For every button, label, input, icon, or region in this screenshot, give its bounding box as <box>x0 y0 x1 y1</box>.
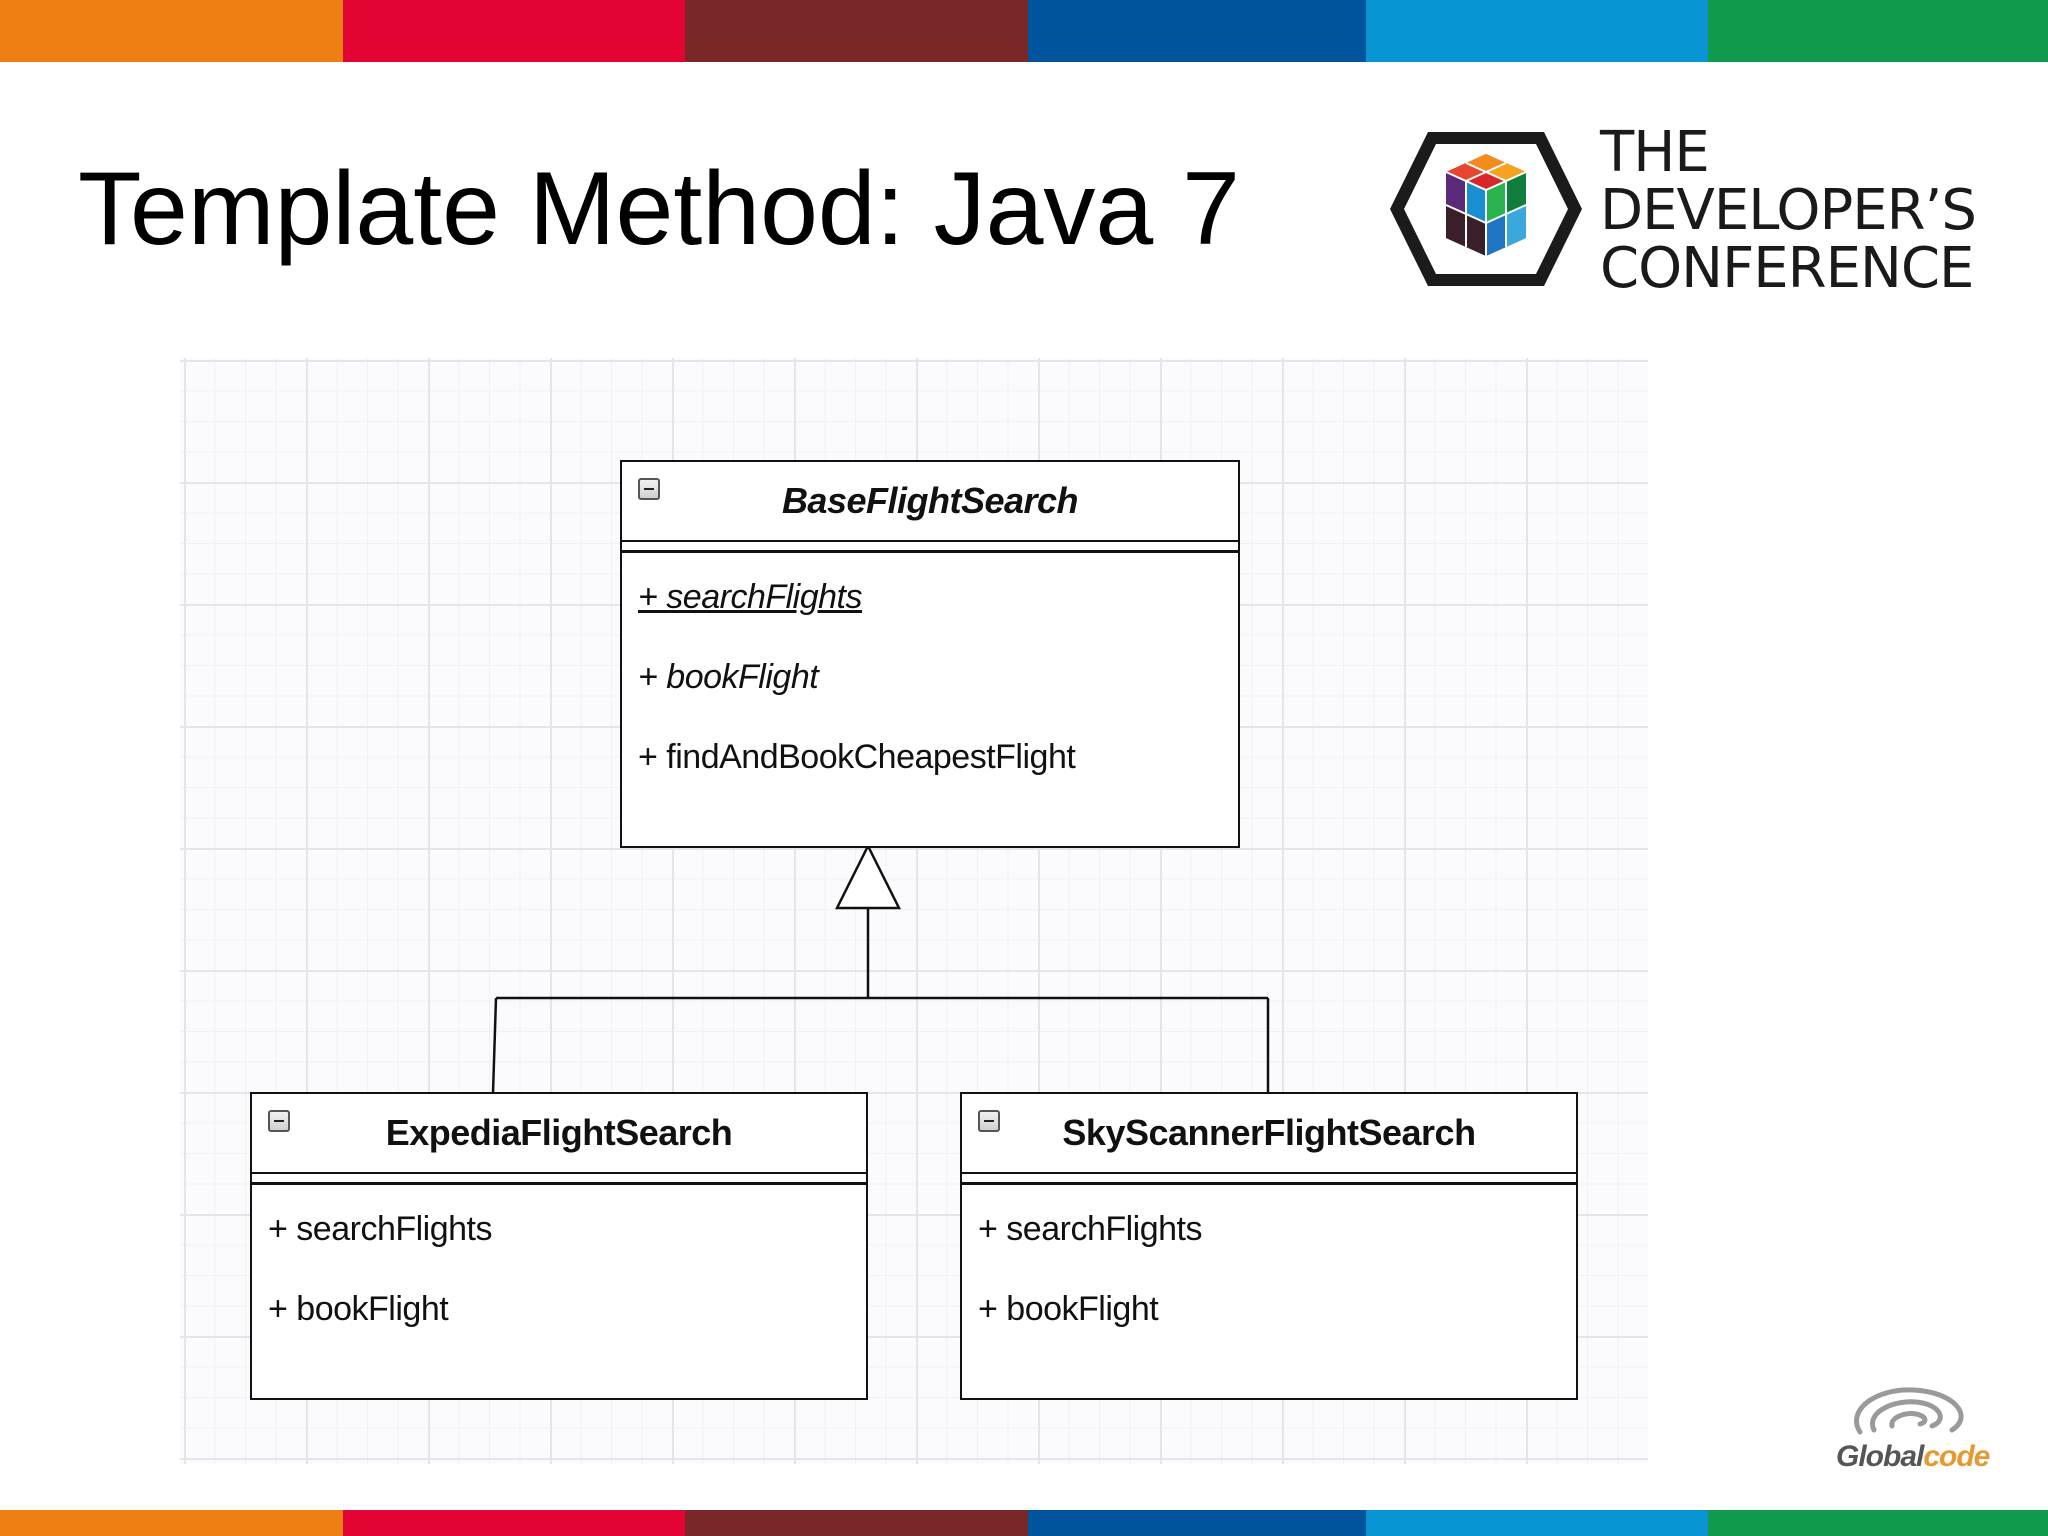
brand-part-2: code <box>1923 1440 1990 1473</box>
operation-book-flight: + bookFlight <box>638 658 819 696</box>
operation-search-flights: + searchFlights <box>268 1210 493 1248</box>
stripe-segment-blue <box>1028 0 1366 62</box>
class-base-flight-search[interactable]: BaseFlightSearch + searchFlights + bookF… <box>620 460 1240 848</box>
logo-line-1: THE <box>1600 120 1710 185</box>
attributes-compartment <box>252 1174 866 1185</box>
class-expedia-flight-search[interactable]: ExpediaFlightSearch + searchFlights + bo… <box>250 1092 868 1400</box>
stripe-segment-red <box>343 0 685 62</box>
inheritance-connectors <box>491 843 1270 1094</box>
stripe-segment-light-blue <box>1366 0 1708 62</box>
stripe-segment-orange <box>0 1510 343 1536</box>
connector-to-expedia <box>491 997 498 1094</box>
cube-logo-icon <box>1390 132 1582 286</box>
stripe-segment-maroon <box>685 1510 1028 1536</box>
stripe-segment-maroon <box>685 0 1028 62</box>
operations-compartment: + searchFlights + bookFlight + findAndBo… <box>622 553 1238 811</box>
class-name: ExpediaFlightSearch <box>385 1112 733 1153</box>
operations-compartment: + searchFlights + bookFlight <box>962 1185 1576 1363</box>
stripe-segment-red <box>343 1510 685 1536</box>
operation-search-flights: + searchFlights <box>638 578 863 616</box>
generalization-arrowhead <box>834 843 902 910</box>
swirl-icon <box>1854 1387 1964 1435</box>
operation-book-flight: + bookFlight <box>978 1290 1159 1328</box>
attributes-compartment <box>622 542 1238 553</box>
uml-diagram-canvas: BaseFlightSearch + searchFlights + bookF… <box>180 358 1648 1464</box>
stripe-segment-orange <box>0 0 343 62</box>
class-skyscanner-flight-search[interactable]: SkyScannerFlightSearch + searchFlights +… <box>960 1092 1578 1400</box>
top-color-stripe <box>0 0 2048 62</box>
collapse-icon[interactable] <box>638 478 660 500</box>
logo-line-2: DEVELOPER’S <box>1600 178 1977 243</box>
bottom-color-stripe <box>0 1510 2048 1536</box>
developers-conference-logo: THE DEVELOPER’S CONFERENCE <box>1386 124 1977 300</box>
globalcode-logo: Globalcode <box>1836 1380 2012 1480</box>
collapse-icon[interactable] <box>268 1110 290 1132</box>
stripe-segment-green <box>1708 0 2048 62</box>
logo-wordmark: THE DEVELOPER’S CONFERENCE <box>1600 120 1977 301</box>
stripe-segment-light-blue <box>1366 1510 1708 1536</box>
operation-book-flight: + bookFlight <box>268 1290 449 1328</box>
attributes-compartment <box>962 1174 1576 1185</box>
operations-compartment: + searchFlights + bookFlight <box>252 1185 866 1363</box>
slide-title: Template Method: Java 7 <box>78 151 1240 267</box>
collapse-icon[interactable] <box>978 1110 1000 1132</box>
class-name: BaseFlightSearch <box>781 480 1079 521</box>
class-name: SkyScannerFlightSearch <box>1062 1112 1476 1153</box>
logo-line-3: CONFERENCE <box>1600 236 1974 301</box>
operation-find-and-book-cheapest-flight: + findAndBookCheapestFlight <box>638 738 1076 776</box>
brand-part-1: Global <box>1836 1440 1924 1473</box>
stripe-segment-blue <box>1028 1510 1366 1536</box>
class-header: ExpediaFlightSearch <box>252 1094 866 1174</box>
class-header: SkyScannerFlightSearch <box>962 1094 1576 1174</box>
class-header: BaseFlightSearch <box>622 462 1238 542</box>
operation-search-flights: + searchFlights <box>978 1210 1203 1248</box>
stripe-segment-green <box>1708 1510 2048 1536</box>
globalcode-wordmark: Globalcode <box>1836 1440 1990 1474</box>
